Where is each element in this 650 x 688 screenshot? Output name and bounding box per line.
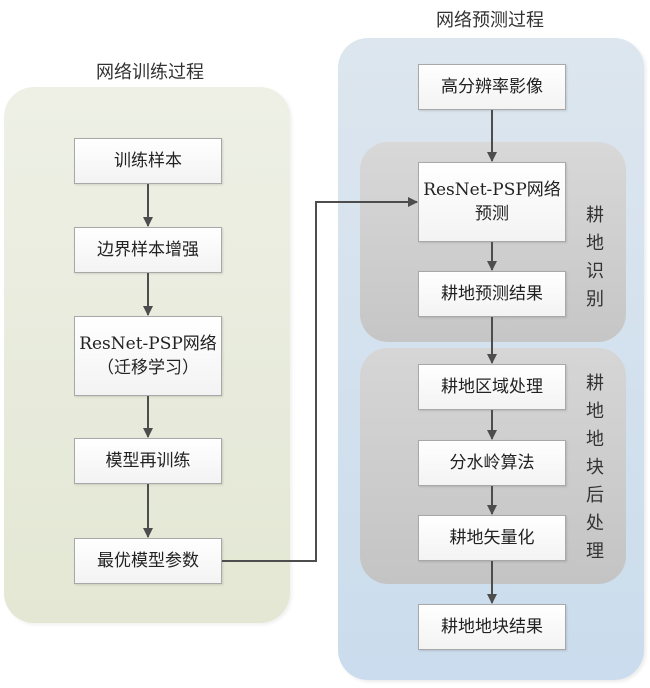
step-cropland-region-processing: 耕地区域处理: [418, 364, 566, 410]
step-label: 训练样本: [114, 151, 182, 171]
step-label: 边界样本增强: [97, 240, 199, 260]
step-sublabel: （迁移学习）: [97, 358, 199, 378]
training-title: 网络训练过程: [96, 62, 204, 83]
step-cropland-vectorization: 耕地矢量化: [418, 515, 566, 561]
step-cropland-prediction-result: 耕地预测结果: [418, 271, 566, 317]
step-sublabel: 预测: [475, 204, 509, 224]
step-label: 耕地预测结果: [441, 284, 543, 304]
step-label: ResNet-PSP网络: [79, 334, 217, 354]
step-cropland-parcel-result: 耕地地块结果: [418, 604, 566, 650]
step-label: 耕地矢量化: [449, 528, 535, 548]
recognition-group-label: 耕地识别: [586, 205, 604, 310]
prediction-title: 网络预测过程: [436, 10, 544, 31]
step-label: 耕地地块结果: [441, 617, 543, 637]
step-watershed-algorithm: 分水岭算法: [418, 440, 566, 486]
step-training-samples: 训练样本: [74, 138, 222, 184]
step-label: 模型再训练: [105, 451, 191, 471]
postprocess-group-label: 耕地地块后处理: [586, 373, 604, 562]
step-resnet-psp-transfer: ResNet-PSP网络 （迁移学习）: [74, 316, 222, 396]
step-high-resolution-image: 高分辨率影像: [418, 64, 566, 110]
step-model-retraining: 模型再训练: [74, 438, 222, 484]
step-label: ResNet-PSP网络: [423, 180, 561, 200]
step-label: 分水岭算法: [449, 453, 535, 473]
step-resnet-psp-prediction: ResNet-PSP网络 预测: [418, 162, 566, 242]
step-label: 高分辨率影像: [441, 77, 543, 97]
step-label: 最优模型参数: [97, 551, 199, 571]
step-boundary-augmentation: 边界样本增强: [74, 227, 222, 273]
step-optimal-parameters: 最优模型参数: [74, 538, 222, 584]
step-label: 耕地区域处理: [441, 377, 543, 397]
arrow-parameters-to-prediction: [222, 197, 418, 562]
